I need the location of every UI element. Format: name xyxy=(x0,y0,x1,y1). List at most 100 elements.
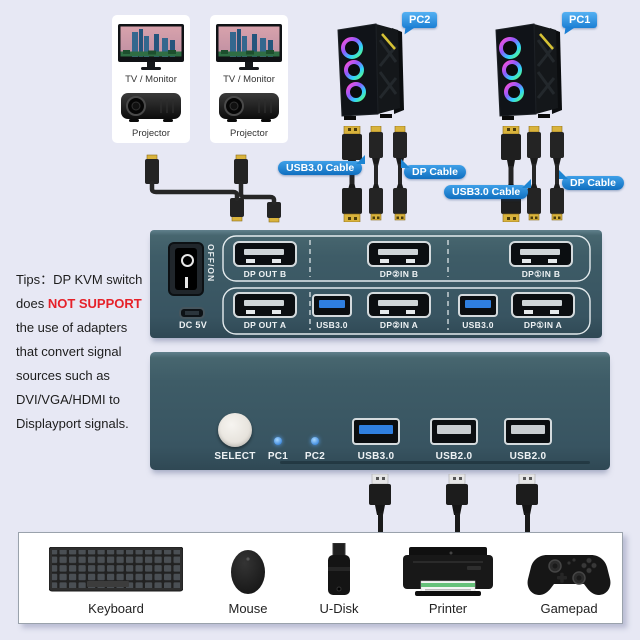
dp-cable-angled-icon xyxy=(145,154,281,223)
projector-label: Projector xyxy=(229,128,268,139)
dp-nub xyxy=(548,259,557,263)
tips-line5: sources such as xyxy=(16,368,110,383)
projector-label: Projector xyxy=(131,128,170,139)
dp-1-in-a-port xyxy=(511,292,575,318)
usb3-port-back xyxy=(458,294,498,317)
dp-nub xyxy=(380,310,389,314)
dp-slot xyxy=(520,249,560,255)
dp-nub xyxy=(246,259,255,263)
monitor-label: TV / Monitor xyxy=(223,74,275,85)
monitor-label: TV / Monitor xyxy=(125,74,177,85)
display-card-2: TV / Monitor Projector xyxy=(210,15,288,143)
dp-nub xyxy=(272,259,281,263)
dp-nub xyxy=(522,259,531,263)
pc2-led-indicator xyxy=(311,437,319,445)
tips-warning: NOT SUPPORT xyxy=(47,296,142,311)
usb2-front-label-a: USB2.0 xyxy=(435,451,473,462)
usb3-back-label: USB3.0 xyxy=(462,320,494,330)
dp-1-in-a-label: DP①IN A xyxy=(523,320,563,330)
dp-nub xyxy=(524,310,533,314)
callout-tail xyxy=(401,159,410,168)
dp-cable-label: DP Cable xyxy=(570,177,616,189)
dp-cable-label: DP Cable xyxy=(412,166,458,178)
usb2-port-front xyxy=(504,418,552,445)
gamepad-icon xyxy=(527,555,611,595)
tips-line1: DP KVM switch xyxy=(53,272,143,287)
dp-2-in-b-label: DP②IN B xyxy=(379,269,419,279)
pc1-callout: PC1 xyxy=(562,12,598,36)
tips-line2-pre: does xyxy=(16,296,48,311)
dp-out-a-port xyxy=(233,292,297,318)
dp-slot xyxy=(378,300,418,306)
printer-icon xyxy=(403,547,493,596)
callout-tail xyxy=(522,179,532,188)
power-switch xyxy=(168,242,204,296)
tips-line3: the use of adapters xyxy=(16,320,128,335)
display-card-1: TV / Monitor Projector xyxy=(112,15,190,143)
power-switch-label: OFF/ON xyxy=(206,244,216,283)
tips-note: Tips：DP KVM switch does NOT SUPPORT the … xyxy=(16,268,150,436)
tv-monitor-icon xyxy=(118,24,184,70)
projector-icon xyxy=(121,93,181,122)
usb-tongue xyxy=(465,300,491,308)
tips-line6: DVI/VGA/HDMI to xyxy=(16,392,121,407)
dp-2-in-a-port xyxy=(367,292,431,318)
dp-1-in-b-label: DP①IN B xyxy=(521,269,561,279)
callout-tail xyxy=(404,26,415,36)
tv-monitor-icon xyxy=(216,24,282,70)
dp-slot xyxy=(522,300,562,306)
power-off-symbol xyxy=(181,254,194,267)
u-disk-label: U-Disk xyxy=(319,601,359,616)
dp-nub xyxy=(380,259,389,263)
dp-out-b-label: DP OUT B xyxy=(243,269,287,279)
dp-cable-icon xyxy=(369,126,383,221)
dc-port-label: DC 5V xyxy=(178,320,207,330)
pc2-label: PC2 xyxy=(409,14,431,26)
usb-plug-icon xyxy=(369,474,391,534)
kvm-front-panel: SELECT PC1 PC2 USB3.0 USB2.0 USB2.0 xyxy=(150,352,610,470)
usb-tongue xyxy=(437,425,471,434)
dp-nub xyxy=(272,310,281,314)
callout-tail xyxy=(356,155,366,164)
mouse-label: Mouse xyxy=(228,601,268,616)
usb3-front-label: USB3.0 xyxy=(357,451,395,462)
select-label: SELECT xyxy=(214,451,256,462)
dp-cable-icon xyxy=(393,126,407,221)
dp-2-in-b-port xyxy=(367,241,431,267)
callout-tail xyxy=(559,170,568,179)
tips-prefix: Tips： xyxy=(16,272,54,287)
tips-line7: Displayport signals. xyxy=(16,416,129,431)
dp-cable-icon xyxy=(527,126,541,221)
usb-tongue xyxy=(359,425,393,434)
mouse-icon xyxy=(231,550,265,594)
dp-cable-callout-left: DP Cable xyxy=(401,159,466,179)
dp-nub xyxy=(550,310,559,314)
dc-port-slot xyxy=(185,311,199,315)
pc1-label: PC1 xyxy=(569,14,591,26)
usb-cable-label: USB3.0 Cable xyxy=(286,162,355,174)
u-disk-icon xyxy=(328,543,350,595)
dp-slot xyxy=(244,249,284,255)
dp-2-in-a-label: DP②IN A xyxy=(379,320,419,330)
port-group-outlines xyxy=(222,235,591,335)
usb-plug-icon xyxy=(446,474,468,534)
usb-cable-icon xyxy=(501,126,521,222)
pc2-led-label: PC2 xyxy=(304,451,326,462)
usb-tongue xyxy=(511,425,545,434)
dp-cable-callout-right: DP Cable xyxy=(559,170,624,190)
power-on-symbol xyxy=(185,277,188,288)
dp-slot xyxy=(378,249,418,255)
pc-tower-icon xyxy=(495,23,562,120)
select-button xyxy=(218,413,252,447)
dp-cable-icon xyxy=(550,126,564,221)
gamepad-label: Gamepad xyxy=(540,601,598,616)
usb-tongue xyxy=(319,300,345,308)
pc2-callout: PC2 xyxy=(402,12,438,36)
usb2-port-front xyxy=(430,418,478,445)
usb3-port-front xyxy=(352,418,400,445)
usb3-port-back xyxy=(312,294,352,317)
dp-nub xyxy=(406,310,415,314)
usb-cable-callout-left: USB3.0 Cable xyxy=(278,155,366,175)
callout-tail xyxy=(564,26,575,36)
